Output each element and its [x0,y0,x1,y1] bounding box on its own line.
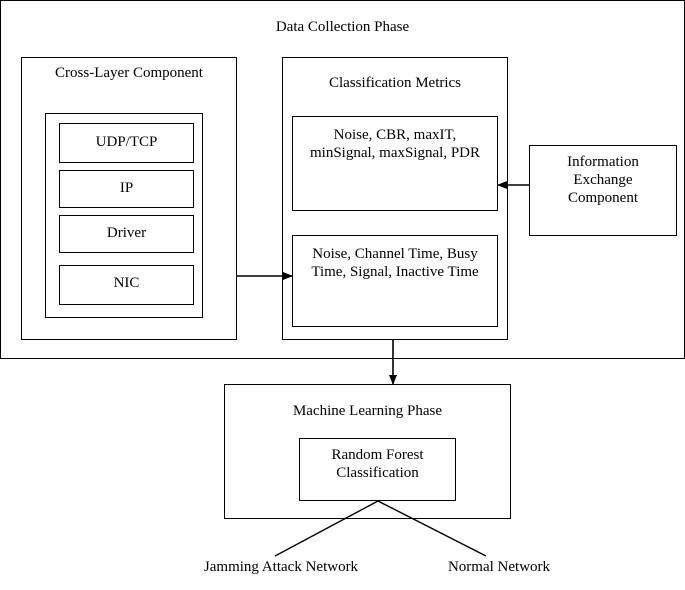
classifier-to-normal-line [377,500,487,557]
metric-set-2-line-1: Noise, Channel Time, Busy [312,246,478,262]
metric-set-1-line-1: Noise, CBR, maxIT, [333,127,457,143]
metric-set-2-line-2: Time, Signal, Inactive Time [311,264,479,280]
classifier-to-jamming-line [274,500,379,557]
layer-nic: NIC [59,265,194,305]
information-exchange-line-3: Component [568,190,638,206]
layer-driver-label: Driver [106,225,147,241]
metric-set-1-line-2: minSignal, maxSignal, PDR [309,145,480,161]
layer-udp-tcp: UDP/TCP [59,123,194,163]
random-forest-line-2: Classification [336,465,419,481]
metric-set-1-box: Noise, CBR, maxIT, minSignal, maxSignal,… [292,116,498,211]
classification-metrics-title: Classification Metrics [328,75,462,91]
cross-layer-component-title: Cross-Layer Component [55,65,203,81]
layer-nic-label: NIC [113,275,140,291]
machine-learning-phase-title: Machine Learning Phase [292,403,443,419]
jamming-attack-network-label: Jamming Attack Network [203,559,359,575]
layer-ip-label: IP [119,180,134,196]
random-forest-classifier-box: Random Forest Classification [299,438,456,501]
random-forest-line-1: Random Forest [331,447,424,463]
layer-driver: Driver [59,215,194,253]
data-collection-phase-title: Data Collection Phase [275,19,410,35]
information-exchange-line-1: Information [567,154,639,170]
layer-udp-tcp-label: UDP/TCP [95,134,158,150]
normal-network-label: Normal Network [447,559,551,575]
information-exchange-component-box: Information Exchange Component [529,145,677,236]
information-exchange-line-2: Exchange [573,172,633,188]
layer-ip: IP [59,170,194,208]
metric-set-2-box: Noise, Channel Time, Busy Time, Signal, … [292,235,498,327]
